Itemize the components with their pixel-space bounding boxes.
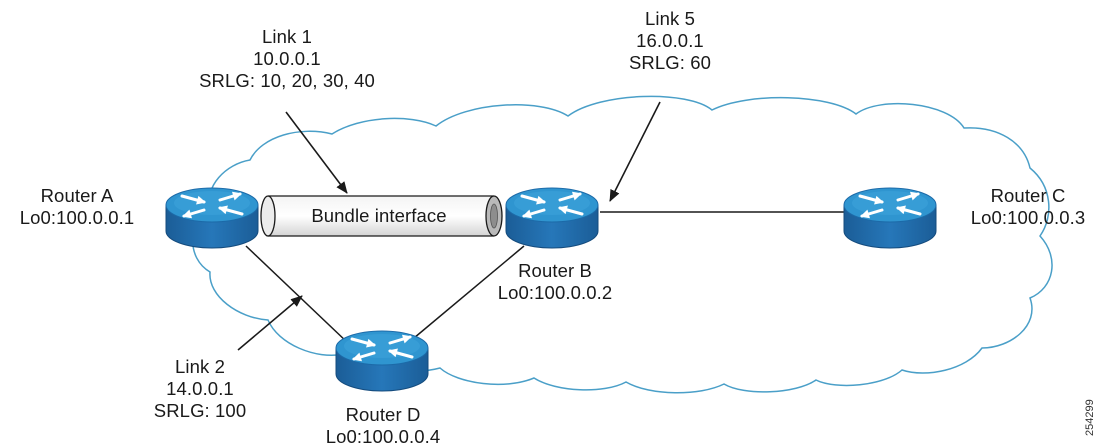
- router-icon: [505, 187, 599, 249]
- router-b-label: Router B Lo0:100.0.0.2: [480, 260, 630, 304]
- network-cloud: [192, 95, 1053, 394]
- link2-name: Link 2: [175, 356, 225, 377]
- bundle-interface-text: Bundle interface: [311, 205, 447, 226]
- link2-srlg: SRLG: 100: [153, 400, 247, 421]
- link1-name: Link 1: [262, 26, 312, 47]
- figure-id: 254299: [1084, 399, 1096, 436]
- router-c-loopback: Lo0:100.0.0.3: [970, 207, 1086, 228]
- router-icon: [335, 330, 429, 392]
- router-d-label: Router D Lo0:100.0.0.4: [308, 404, 458, 448]
- router-d-name: Router D: [345, 404, 421, 425]
- link1-srlg: SRLG: 10, 20, 30, 40: [199, 70, 375, 91]
- link5-address: 16.0.0.1: [636, 30, 704, 51]
- link2-label: Link 2 14.0.0.1 SRLG: 100: [140, 356, 260, 422]
- router-d-loopback: Lo0:100.0.0.4: [325, 426, 441, 447]
- link-a-d: [245, 245, 349, 344]
- link1-address: 10.0.0.1: [253, 48, 321, 69]
- link5-arrow: [609, 101, 661, 202]
- link1-arrow: [285, 111, 348, 194]
- link5-srlg: SRLG: 60: [628, 52, 712, 73]
- link1-label: Link 1 10.0.0.1 SRLG: 10, 20, 30, 40: [172, 26, 402, 92]
- router-b-name: Router B: [518, 260, 592, 281]
- bundle-interface-label: Bundle interface: [272, 205, 486, 227]
- router-c-name: Router C: [990, 185, 1066, 206]
- bundle-interface-tube: [260, 195, 503, 237]
- router-icon: [165, 187, 259, 249]
- link5-label: Link 5 16.0.0.1 SRLG: 60: [610, 8, 730, 74]
- link5-name: Link 5: [645, 8, 695, 29]
- router-c-label: Router C Lo0:100.0.0.3: [952, 185, 1104, 229]
- link2-address: 14.0.0.1: [166, 378, 234, 399]
- router-a-loopback: Lo0:100.0.0.1: [19, 207, 135, 228]
- router-a-name: Router A: [40, 185, 114, 206]
- router-b-loopback: Lo0:100.0.0.2: [497, 282, 613, 303]
- link-b-d: [413, 245, 525, 339]
- router-icon: [843, 187, 937, 249]
- router-a-label: Router A Lo0:100.0.0.1: [2, 185, 152, 229]
- link2-arrow: [237, 295, 303, 351]
